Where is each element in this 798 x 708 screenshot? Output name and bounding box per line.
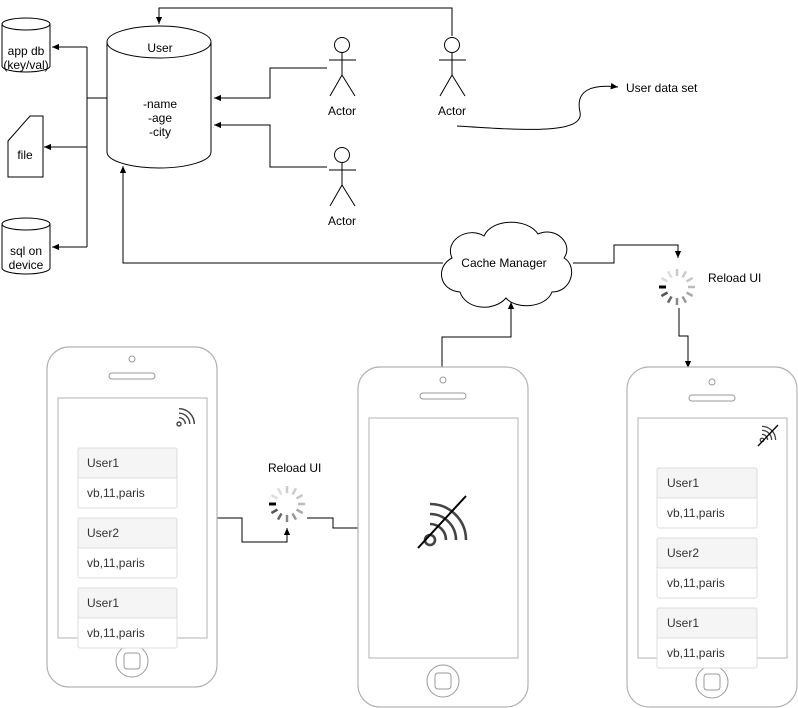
app-db-storage: app db (key/val) (1, 17, 51, 73)
user-card-name: User1 (87, 456, 119, 470)
user-database: User -name -age -city (106, 25, 212, 169)
storage-connectors (44, 43, 107, 251)
user-db-field-name: -name (143, 97, 177, 111)
sql-label-2: device (9, 258, 44, 272)
app-db-label-1: app db (8, 44, 45, 58)
phone-middle (357, 366, 529, 708)
wifi-off-icon (417, 495, 468, 549)
home-button-icon (695, 665, 729, 699)
user-card-detail: vb,11,paris (87, 486, 145, 500)
user-card-detail: vb,11,paris (87, 556, 145, 570)
loading-spinner-icon-top (657, 267, 697, 307)
file-label: file (17, 148, 33, 162)
cache-manager-label: Cache Manager (461, 256, 546, 270)
user-db-field-age: -age (148, 111, 172, 125)
user-card-name: User1 (667, 476, 699, 490)
user-card-detail: vb,11,paris (667, 576, 725, 590)
cache-connectors (119, 166, 692, 543)
reload-ui-middle-label: Reload UI (268, 461, 321, 475)
user-card-detail: vb,11,paris (667, 646, 725, 660)
phone-right: User1 vb,11,paris User2 vb,11,paris User… (626, 366, 798, 708)
actor-2-label: Actor (438, 104, 466, 118)
user-db-title: User (147, 41, 172, 55)
file-storage: file (7, 115, 44, 178)
user-card-detail: vb,11,paris (87, 626, 145, 640)
user-card-detail: vb,11,paris (667, 506, 725, 520)
reload-ui-top-label: Reload UI (708, 271, 761, 285)
user-card-name: User1 (667, 616, 699, 630)
user-card-name: User2 (667, 546, 699, 560)
user-card[interactable]: User1 vb,11,paris (656, 467, 758, 529)
user-data-set-label: User data set (626, 81, 698, 95)
actor-connectors (155, 7, 619, 168)
user-card-name: User1 (87, 596, 119, 610)
sql-storage: sql on device (1, 217, 51, 275)
sql-label-1: sql on (10, 244, 42, 258)
actor-1: Actor (328, 37, 356, 118)
actor-3: Actor (328, 147, 356, 228)
cache-manager-cloud: Cache Manager (441, 221, 573, 308)
actor-2: Actor (438, 37, 466, 118)
user-card[interactable]: User2 vb,11,paris (656, 537, 758, 599)
loading-spinner-icon-middle (267, 484, 307, 524)
user-card[interactable]: User1 vb,11,paris (77, 447, 178, 509)
user-card-name: User2 (87, 526, 119, 540)
actor-3-label: Actor (328, 214, 356, 228)
user-db-field-city: -city (149, 125, 171, 139)
app-db-label-2: (key/val) (3, 58, 48, 72)
home-button-icon (115, 644, 149, 678)
home-button-icon (426, 664, 460, 698)
actor-1-label: Actor (328, 104, 356, 118)
user-card[interactable]: User1 vb,11,paris (656, 607, 758, 669)
user-card[interactable]: User2 vb,11,paris (77, 517, 178, 579)
user-card[interactable]: User1 vb,11,paris (77, 587, 178, 649)
phone-left: User1 vb,11,paris User2 vb,11,paris User… (46, 346, 218, 688)
wifi-off-icon (757, 424, 779, 447)
